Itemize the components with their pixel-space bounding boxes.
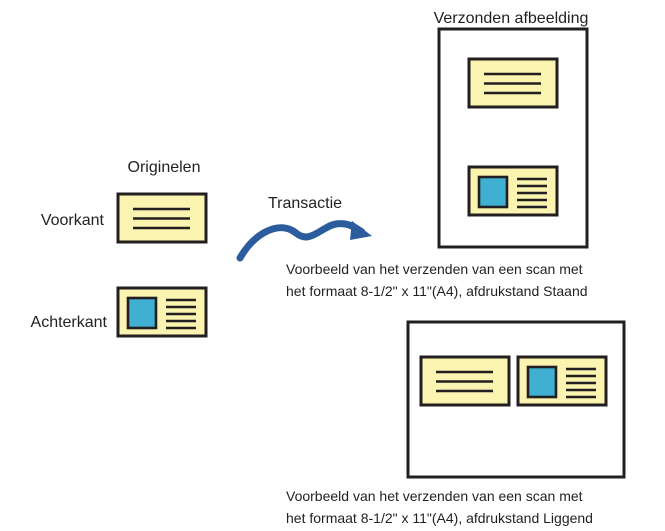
front-label: Voorkant <box>41 212 105 229</box>
portrait-caption-line2: het formaat 8-1/2" x 11"(A4), afdrukstan… <box>286 283 588 299</box>
sent-image-title: Verzonden afbeelding <box>434 10 589 27</box>
back-card-icon <box>116 286 208 338</box>
front-card-icon <box>116 192 208 244</box>
landscape-caption-line2: het formaat 8-1/2" x 11"(A4), afdrukstan… <box>286 510 593 526</box>
landscape-caption-line1: Voorbeeld van het verzenden van een scan… <box>286 488 583 504</box>
landscape-front-card-icon <box>419 355 511 407</box>
originals-title: Originelen <box>128 159 201 176</box>
portrait-caption-line1: Voorbeeld van het verzenden van een scan… <box>286 261 583 277</box>
portrait-front-card-icon <box>467 57 559 109</box>
back-label: Achterkant <box>31 314 108 331</box>
curved-arrow-icon <box>236 220 372 262</box>
portrait-back-card-icon <box>467 165 559 217</box>
landscape-back-card-icon <box>516 355 608 407</box>
transaction-label: Transactie <box>268 195 342 212</box>
